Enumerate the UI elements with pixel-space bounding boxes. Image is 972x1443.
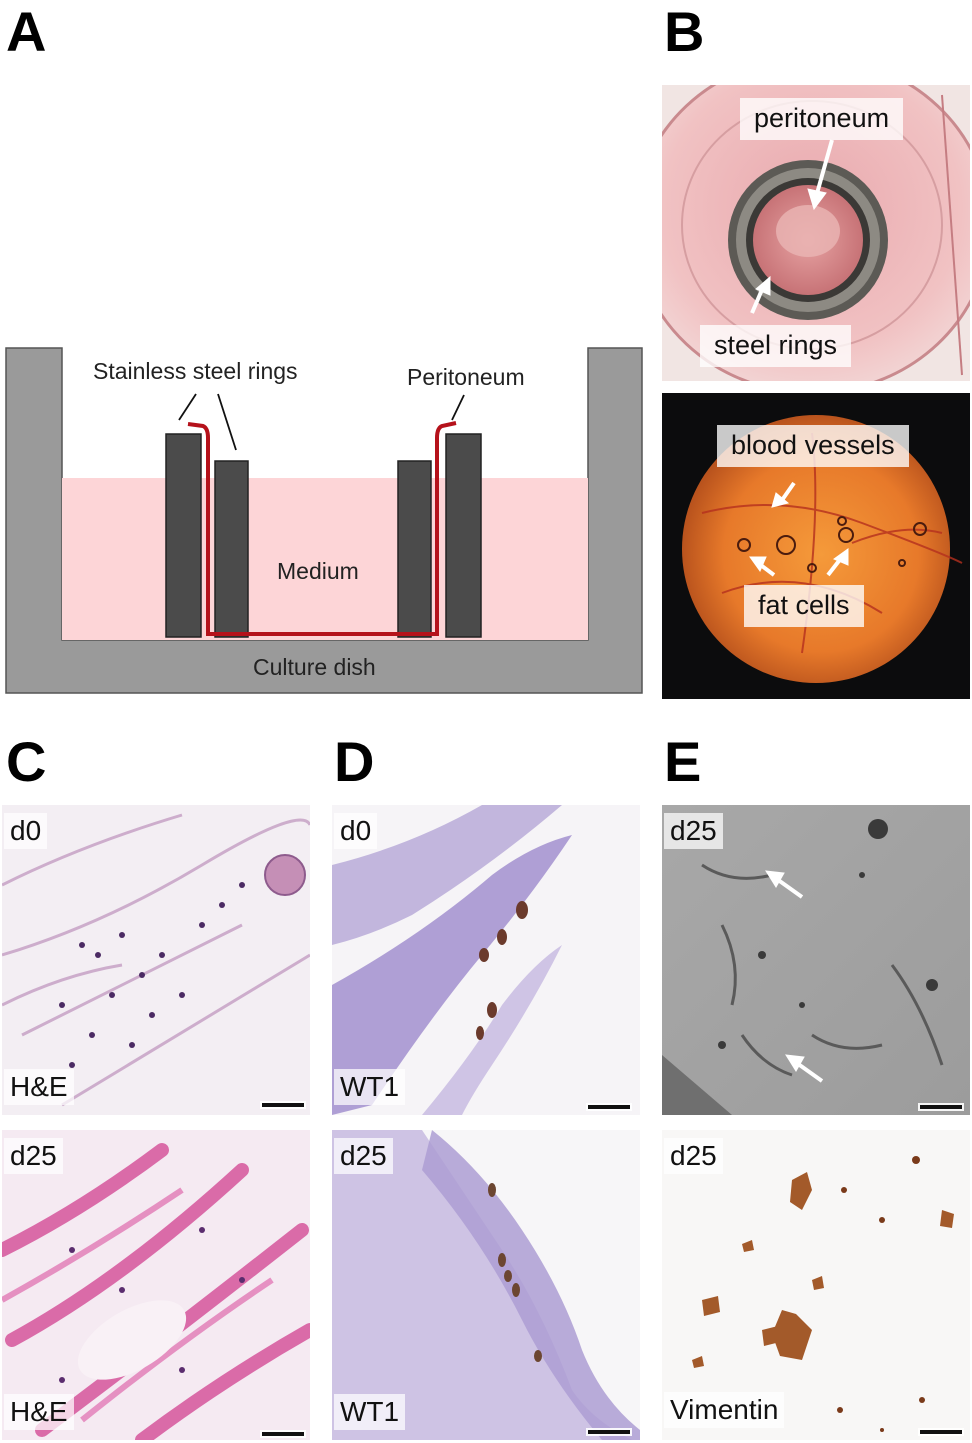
- micrograph-he-d0: d0 H&E: [2, 805, 310, 1115]
- schematic-svg: Stainless steel rings Peritoneum Medium …: [5, 347, 643, 694]
- scale-bar: [586, 1428, 632, 1436]
- label-peritoneum: peritoneum: [740, 98, 904, 140]
- micrograph-vimentin-d25: d25 Vimentin: [662, 1130, 970, 1440]
- day-label: d25: [664, 813, 723, 850]
- panel-letter-c: C: [6, 730, 47, 793]
- day-label: d25: [4, 1138, 63, 1175]
- culture-dish-shape: [5, 347, 643, 694]
- micrograph-phase-d25: d25: [662, 805, 970, 1115]
- panel-letter-e: E: [664, 730, 702, 793]
- label-steel-rings: steel rings: [700, 325, 852, 367]
- peritoneum-membrane: [187, 421, 457, 636]
- panel-letter-b: B: [664, 0, 705, 63]
- scale-bar: [918, 1428, 964, 1436]
- scale-bar: [260, 1101, 306, 1109]
- arrow-icon: [765, 870, 824, 1083]
- scale-bar: [918, 1103, 964, 1111]
- photo-microscope-view: blood vessels fat cells: [662, 393, 970, 699]
- day-label: d0: [334, 813, 378, 850]
- schematic-culture-setup: Stainless steel rings Peritoneum Medium …: [0, 330, 650, 700]
- stain-label: Vimentin: [664, 1392, 785, 1429]
- micrograph-he-d25: d25 H&E: [2, 1130, 310, 1440]
- arrow-overlay-b2: [749, 481, 849, 577]
- peritoneum-leader: [451, 394, 465, 421]
- day-label: d25: [334, 1138, 393, 1175]
- ring-leader-1: [178, 393, 197, 421]
- panel-letter-d: D: [334, 730, 375, 793]
- steel-ring-right-inner: [397, 460, 432, 638]
- photo-ring-in-dish: peritoneum steel rings: [662, 85, 970, 381]
- scale-bar: [586, 1103, 632, 1111]
- label-fat-cells: fat cells: [744, 585, 864, 627]
- arrow-overlay-b1: [750, 139, 834, 314]
- day-label: d25: [664, 1138, 723, 1175]
- steel-ring-left-inner: [214, 460, 249, 638]
- arrow-icon: [749, 481, 849, 577]
- ring-leader-2: [217, 393, 237, 451]
- arrow-overlay-e: [765, 870, 824, 1083]
- arrow-icon: [750, 139, 834, 314]
- micrograph-wt1-d0: d0 WT1: [332, 805, 640, 1115]
- peritoneum-label: Peritoneum: [407, 364, 525, 390]
- label-blood-vessels: blood vessels: [717, 425, 909, 467]
- medium-fill: [62, 478, 588, 640]
- day-label: d0: [4, 813, 48, 850]
- stain-label: H&E: [4, 1069, 74, 1106]
- stain-label: H&E: [4, 1394, 74, 1431]
- micrograph-wt1-d25: d25 WT1: [332, 1130, 640, 1440]
- ring-label: Stainless steel rings: [93, 358, 298, 384]
- stain-label: WT1: [334, 1394, 406, 1431]
- panel-letter-a: A: [6, 0, 47, 63]
- stain-label: WT1: [334, 1069, 406, 1106]
- dish-label: Culture dish: [253, 654, 376, 680]
- scale-bar: [260, 1430, 306, 1438]
- steel-ring-right-outer: [445, 433, 482, 638]
- medium-label: Medium: [277, 558, 359, 584]
- steel-ring-left-outer: [165, 433, 202, 638]
